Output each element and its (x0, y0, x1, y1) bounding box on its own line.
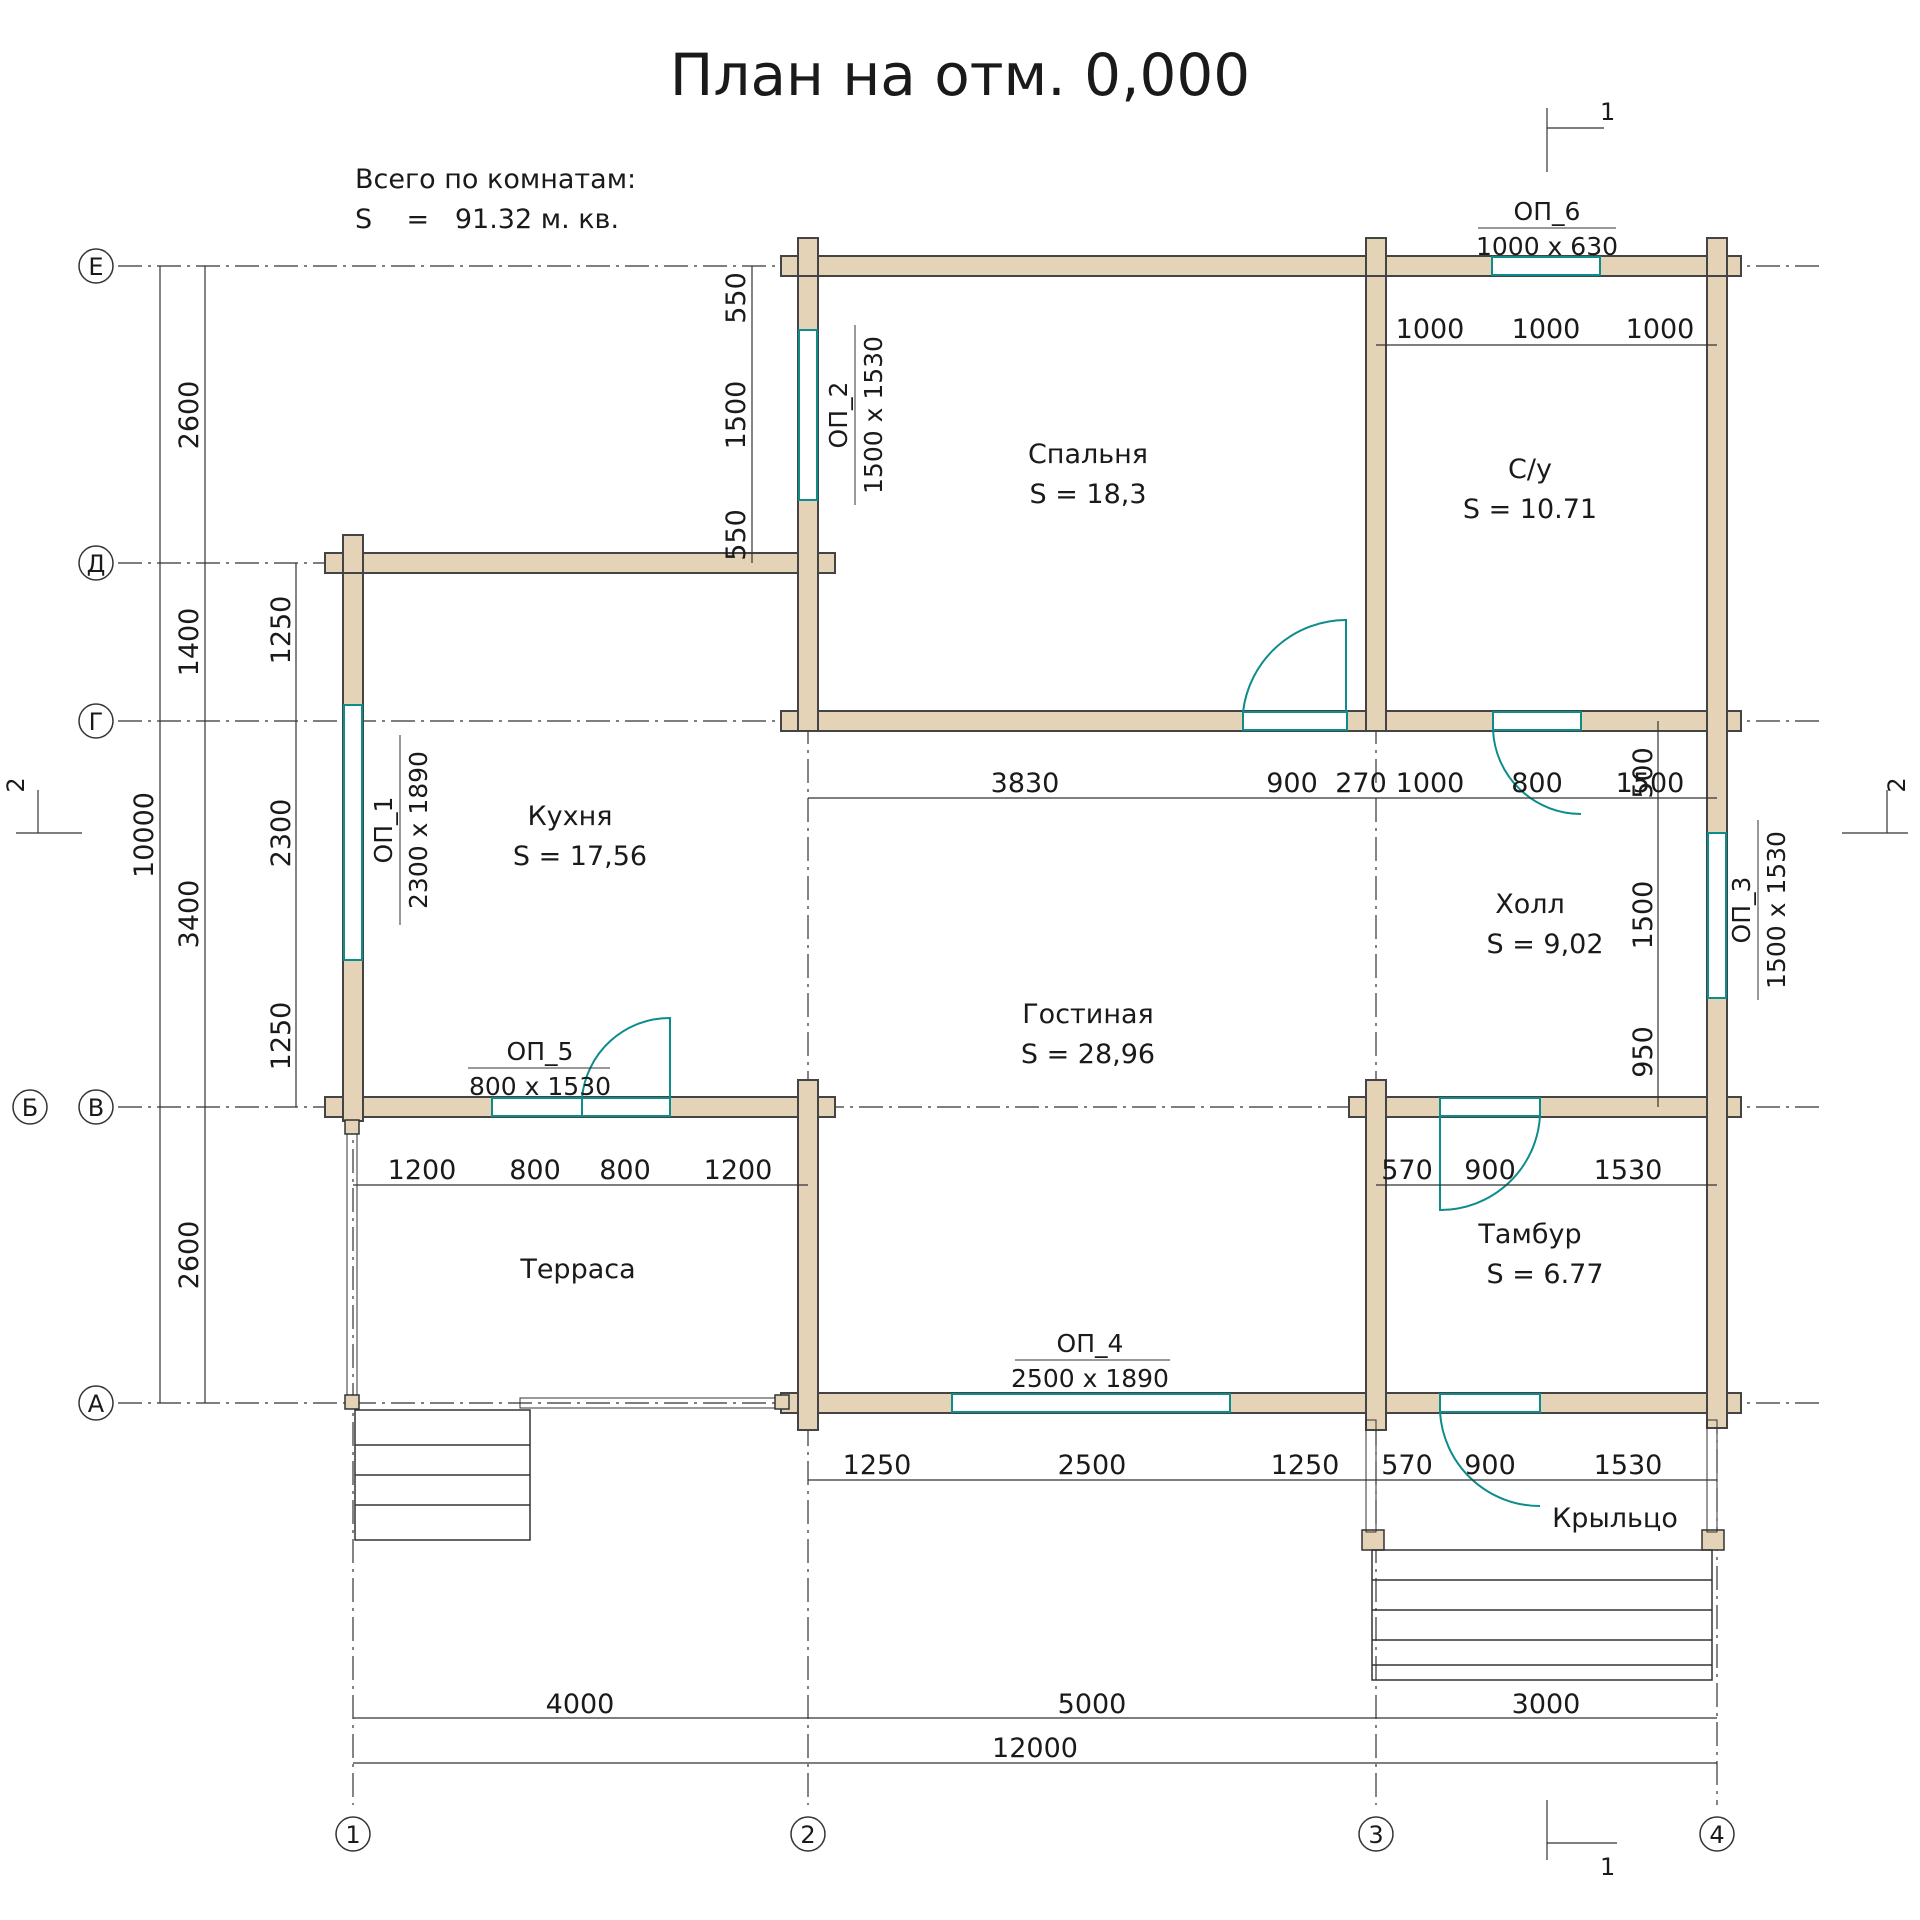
svg-text:3000: 3000 (1512, 1689, 1581, 1720)
svg-text:2500: 2500 (1058, 1450, 1127, 1481)
svg-text:550: 550 (721, 509, 752, 561)
svg-text:12000: 12000 (992, 1733, 1078, 1764)
svg-text:1250: 1250 (1271, 1450, 1340, 1481)
svg-text:800: 800 (599, 1155, 651, 1186)
svg-text:570: 570 (1381, 1450, 1433, 1481)
svg-text:2600: 2600 (174, 1221, 205, 1290)
opening-tag-op4: ОП_4 (1057, 1329, 1124, 1358)
svg-text:1000: 1000 (1396, 768, 1465, 799)
dimension-lines (159, 266, 1717, 1764)
room-area-bedroom: S = 18,3 (1029, 479, 1146, 510)
svg-text:1500: 1500 (1628, 881, 1659, 950)
opening-tag-op6: ОП_6 (1514, 197, 1581, 226)
svg-text:Е: Е (88, 253, 103, 281)
svg-text:1250: 1250 (266, 1002, 297, 1071)
svg-text:1400: 1400 (174, 608, 205, 677)
svg-text:3400: 3400 (174, 880, 205, 949)
svg-text:3: 3 (1368, 1821, 1383, 1849)
room-area-kitchen: S = 17,56 (513, 841, 647, 872)
opening-size-op5: 800 x 1530 (469, 1072, 611, 1101)
room-name-wc: С/у (1508, 454, 1552, 485)
svg-text:1000: 1000 (1626, 314, 1695, 345)
svg-text:Д: Д (87, 550, 106, 578)
svg-text:Б: Б (22, 1094, 38, 1122)
svg-text:1000: 1000 (1512, 314, 1581, 345)
opening-size-op4: 2500 x 1890 (1011, 1364, 1169, 1393)
svg-text:2: 2 (1883, 777, 1911, 792)
svg-text:1: 1 (345, 1821, 360, 1849)
room-name-tambur: Тамбур (1477, 1219, 1581, 1250)
room-labels: Спальня S = 18,3 С/у S = 10.71 Кухня S =… (513, 439, 1678, 1534)
svg-text:1: 1 (1600, 1853, 1615, 1881)
svg-text:1530: 1530 (1594, 1155, 1663, 1186)
svg-text:5000: 5000 (1058, 1689, 1127, 1720)
svg-text:1500: 1500 (1616, 768, 1685, 799)
summary-label: Всего по комнатам: (355, 164, 636, 195)
svg-text:900: 900 (1464, 1450, 1516, 1481)
svg-text:4000: 4000 (546, 1689, 615, 1720)
svg-text:10000: 10000 (129, 792, 160, 878)
svg-text:1500: 1500 (721, 381, 752, 450)
room-name-bedroom: Спальня (1028, 439, 1148, 470)
svg-text:Г: Г (89, 708, 104, 736)
summary-total: S = 91.32 м. кв. (355, 204, 619, 235)
svg-text:500: 500 (1628, 747, 1659, 799)
room-area-hall: S = 9,02 (1486, 929, 1603, 960)
room-name-terrace: Терраса (519, 1254, 635, 1285)
opening-size-op1: 2300 x 1890 (404, 751, 433, 909)
svg-text:900: 900 (1464, 1155, 1516, 1186)
opening-tag-op5: ОП_5 (507, 1037, 574, 1066)
porch-stairs (1361, 1419, 1725, 1681)
opening-tag-op1: ОП_1 (369, 797, 398, 864)
dims-left: 2600 1400 3400 2600 10000 1250 2300 1250… (129, 272, 752, 1289)
doors (581, 618, 1582, 1508)
svg-text:2: 2 (800, 1821, 815, 1849)
opening-size-op6: 1000 x 630 (1476, 232, 1618, 261)
terrace-stairs (354, 1409, 531, 1541)
svg-text:570: 570 (1381, 1155, 1433, 1186)
room-area-living: S = 28,96 (1021, 1039, 1155, 1070)
dims-bottom: 4000 5000 3000 12000 (546, 1689, 1581, 1764)
dims-interior: 1000 1000 1000 3830 900 270 1000 800 150… (388, 314, 1695, 1481)
row-axis-labels: Е Д Г В Б А (12, 248, 114, 1421)
svg-text:3830: 3830 (991, 768, 1060, 799)
opening-size-op2: 1500 x 1530 (859, 336, 888, 494)
svg-text:1250: 1250 (266, 596, 297, 665)
room-area-tambur: S = 6.77 (1486, 1259, 1603, 1290)
opening-tag-op2: ОП_2 (824, 382, 853, 449)
svg-text:1200: 1200 (388, 1155, 457, 1186)
svg-text:2300: 2300 (266, 799, 297, 868)
svg-text:4: 4 (1709, 1821, 1724, 1849)
svg-text:1530: 1530 (1594, 1450, 1663, 1481)
svg-text:2600: 2600 (174, 381, 205, 450)
opening-size-op3: 1500 x 1530 (1762, 831, 1791, 989)
svg-text:1200: 1200 (704, 1155, 773, 1186)
svg-text:А: А (88, 1390, 105, 1418)
room-name-kitchen: Кухня (527, 801, 612, 832)
svg-text:950: 950 (1628, 1026, 1659, 1078)
svg-text:800: 800 (509, 1155, 561, 1186)
column-axis-labels: 1 2 3 4 (335, 1816, 1735, 1852)
opening-tag-op3: ОП_3 (1727, 877, 1756, 944)
svg-text:1: 1 (1600, 98, 1615, 126)
svg-text:1250: 1250 (843, 1450, 912, 1481)
room-name-porch: Крыльцо (1552, 1503, 1678, 1534)
svg-text:1000: 1000 (1396, 314, 1465, 345)
terrace-railing (344, 1119, 790, 1410)
room-name-hall: Холл (1495, 889, 1565, 920)
walls (324, 237, 1742, 1431)
windows (343, 256, 1727, 1413)
room-area-wc: S = 10.71 (1463, 494, 1597, 525)
svg-text:В: В (88, 1094, 104, 1122)
svg-text:550: 550 (721, 272, 752, 324)
svg-text:270: 270 (1335, 768, 1387, 799)
room-name-living: Гостиная (1022, 999, 1154, 1030)
plan-title: План на отм. 0,000 (670, 41, 1250, 109)
section-marks: 1 1 2 2 (2, 98, 1911, 1881)
svg-text:900: 900 (1266, 768, 1318, 799)
opening-tags: ОП_2 1500 x 1530 ОП_1 2300 x 1890 ОП_3 1… (369, 197, 1791, 1393)
svg-text:800: 800 (1511, 768, 1563, 799)
svg-text:2: 2 (2, 777, 30, 792)
